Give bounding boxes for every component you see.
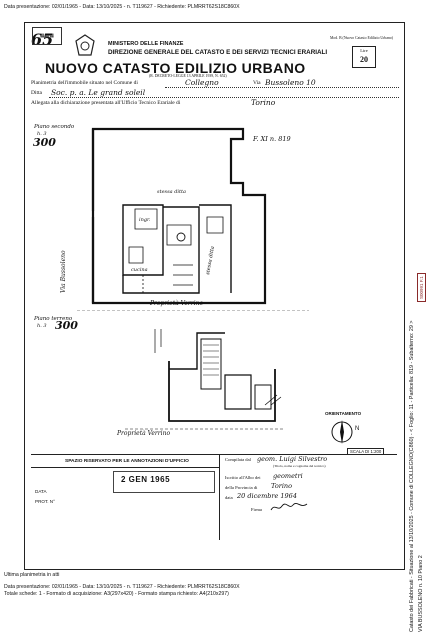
street-left-label: Via Bussoleno — [60, 250, 67, 293]
model-text: Mod. B (Nuovo Catasto Edilizio Urbano) — [330, 36, 394, 40]
compile-date-label: data — [225, 495, 233, 500]
register-label: Iscritto all'Albo dei — [225, 475, 261, 480]
signature-image — [270, 502, 308, 511]
reserved-space-label: SPAZIO RISERVATO PER LE ANNOTAZIONI D'UF… — [65, 459, 189, 464]
side-line-2: VIA BUSSOLENO n. 10 Piano 2 — [418, 555, 424, 632]
header-info: Data presentazione: 02/01/1965 - Data: 1… — [4, 4, 240, 10]
price-box: Lire 20 — [352, 46, 376, 68]
office-stamp — [113, 471, 215, 493]
lower-street-bottom: Proprietà Verrino — [117, 430, 171, 437]
compiled-by-name: geom. Luigi Silvestro — [257, 455, 328, 463]
north-arrow-icon — [331, 420, 353, 444]
signature-label: Firma — [251, 507, 262, 512]
compiled-by-note: (Titolo, nome e cognome del tecnico) — [273, 464, 326, 468]
ministry-title: MINISTERO DELLE FINANZE — [108, 41, 184, 47]
orientation-label: ORIENTAMENTO — [325, 411, 362, 416]
north-label: N — [355, 426, 360, 432]
province-value: Torino — [271, 482, 293, 490]
side-stamp: S00991 F.1 — [417, 273, 426, 302]
upper-height-value: 300 — [33, 136, 56, 149]
room-label-entry: ingr. — [139, 217, 151, 223]
protocol-field-label: PROT. N° — [35, 499, 55, 504]
document-title: NUOVO CATASTO EDILIZIO URBANO — [45, 60, 306, 76]
lower-height-value: 300 — [55, 319, 78, 332]
compile-date-value: 20 dicembre 1964 — [237, 492, 297, 500]
owner-value: Soc. p. a. Le grand soleil — [51, 88, 146, 97]
price-label: Lire — [360, 48, 368, 53]
sheet-reference: F. XI n. 819 — [253, 135, 291, 143]
footer-info-1: Data presentazione: 02/01/1965 - Data: 1… — [4, 584, 240, 590]
footer-info-2: Totale schede: 1 - Formato di acquisizio… — [4, 591, 229, 597]
lower-height-label: h. 3 — [37, 323, 47, 329]
upper-floor-label: Piano secondo — [34, 124, 75, 130]
register-value: geometri — [273, 472, 303, 480]
office-annotation-box — [31, 454, 220, 540]
decree-text: (R. DECRETO-LEGGE 13 APRILE 1939, N. 652… — [149, 74, 227, 78]
lower-floor-label: Piano terreno — [34, 316, 73, 322]
stamp-date: 2 GEN 1965 — [121, 475, 171, 484]
stamp-box-icon: ▦▦▦ — [32, 27, 62, 45]
price-value: 20 — [360, 55, 368, 64]
owner-label: Ditta — [31, 90, 42, 96]
comune-value: Collegno — [185, 78, 219, 87]
via-label: Via — [253, 80, 261, 86]
upper-height-label: h. 3 — [37, 131, 47, 137]
office-value: Torino — [251, 98, 276, 107]
room-label-kitchen: cucina — [131, 267, 148, 273]
lower-floor-plan — [125, 329, 285, 430]
location-label: Planimetria dell'immobile situato nel Co… — [31, 80, 138, 86]
upper-floor-plan: stessa ditta Proprietà Verrino cucina in… — [77, 127, 309, 311]
last-planimetry-label: Ultima planimetria in atti — [4, 572, 60, 578]
room-label-1: stessa ditta — [157, 189, 186, 195]
province-label: della Provincia di — [225, 485, 258, 490]
via-value: Bussoleno 10 — [265, 78, 316, 87]
compiled-by-label: Compilata dal — [225, 457, 251, 462]
office-label: Allegata alla dichiarazione presentata a… — [31, 100, 181, 106]
upper-street-bottom: Proprietà Verrino — [150, 300, 204, 307]
side-line-1: Catasto dei Fabbricati - Situazione al 1… — [409, 320, 415, 632]
date-field-label: DATA — [35, 489, 47, 494]
directorate-title: DIREZIONE GENERALE DEL CATASTO E DEI SER… — [108, 49, 328, 56]
planimetry-sheet: 65 ▦▦▦ MINISTERO DELLE FINANZE DIREZIONE… — [24, 22, 405, 570]
room-label-2: stessa ditta — [205, 246, 216, 276]
emblem-icon — [75, 34, 95, 56]
